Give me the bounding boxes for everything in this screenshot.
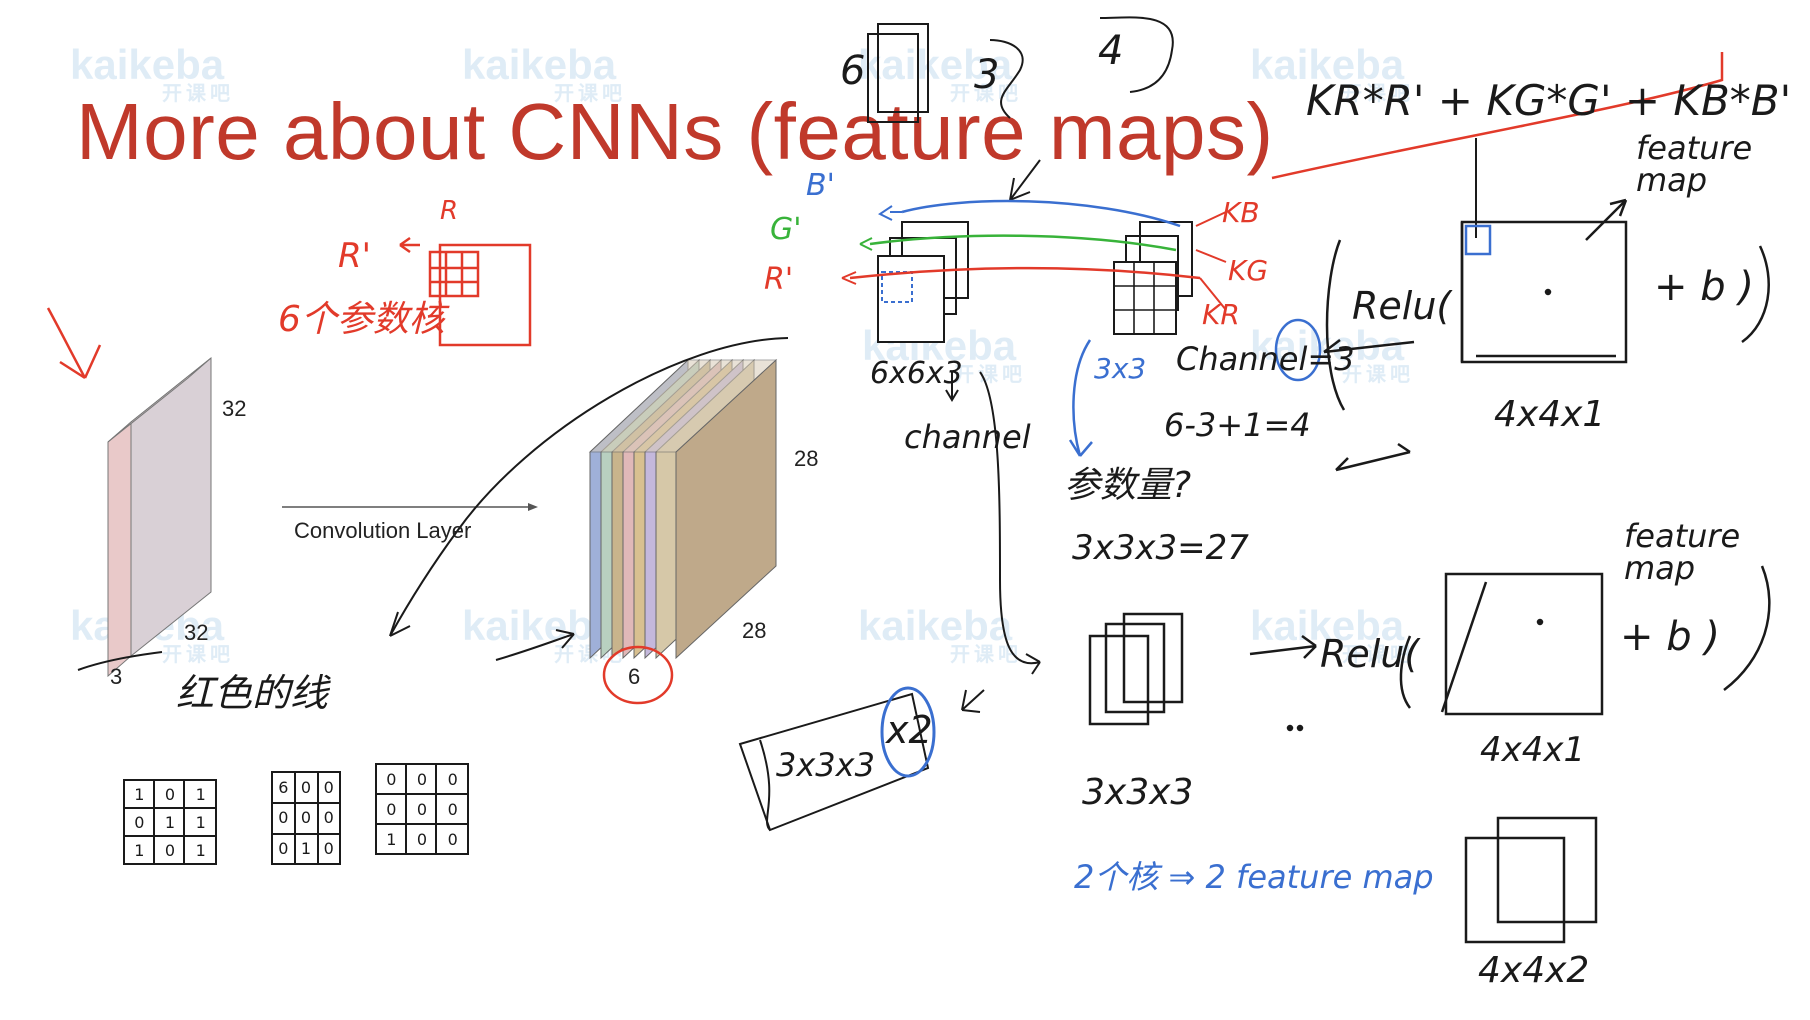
kg-label: KG	[1228, 254, 1269, 287]
formula-note: KR*R' + KG*G' + KB*B'	[1306, 76, 1792, 125]
grid-cell: 1	[300, 839, 312, 859]
red-arrow	[46, 307, 102, 380]
kr-label: KR	[1202, 298, 1240, 331]
relu-label-2: Relu(	[1320, 632, 1420, 676]
blue-circle	[1274, 318, 1322, 382]
grid-cell: 0	[416, 769, 428, 789]
blue-bracket	[1068, 339, 1093, 457]
grid-cell: 0	[278, 839, 289, 859]
plus-b-label-2: + b )	[1620, 614, 1720, 660]
grid-cell: 6	[278, 777, 289, 797]
red-circle	[602, 645, 674, 705]
grid-cell: 0	[300, 808, 312, 828]
relu-label-1: Relu(	[1352, 284, 1452, 328]
fm-dims-1: 4x4x1	[1494, 394, 1606, 435]
curve-arrow	[389, 337, 789, 637]
output-volume	[588, 358, 778, 660]
input-width-label: 32	[184, 620, 209, 645]
kb-label: KB	[1222, 196, 1260, 229]
grid-cell: 0	[164, 784, 176, 804]
r-kernel-sketch	[399, 236, 532, 347]
grid-cell: 0	[447, 769, 458, 789]
r-prime-label-2: R'	[764, 262, 794, 297]
param-calc: 3x3x3=27	[1072, 528, 1249, 568]
times-2-label: x2	[886, 708, 933, 752]
grid-cell: 1	[195, 812, 206, 832]
two-kernels-note: 2个核 ⇒ 2 feature map	[1074, 858, 1434, 896]
grid-cell: 0	[386, 799, 397, 819]
grid-cell: 0	[323, 839, 334, 859]
feature-map-note-1: feature map	[1636, 129, 1753, 199]
top-sketches	[867, 16, 1174, 201]
input-depth-label: 3	[110, 664, 123, 689]
grid-cell: 0	[416, 799, 428, 819]
grid-cell: 0	[278, 808, 289, 828]
grid-cell: 0	[134, 812, 145, 832]
grid-cell: 1	[164, 812, 176, 832]
grid-cell: 0	[164, 840, 176, 860]
kernel-3x3-note: 3x3	[1094, 352, 1147, 385]
formula-underline	[1271, 52, 1724, 180]
channel-drawing	[841, 199, 1227, 343]
grid-cell: 0	[447, 829, 458, 849]
convolution-layer-label: Convolution Layer	[294, 518, 472, 543]
channel-eq-note: Channel=3	[1176, 340, 1355, 378]
red-line-note: 红色的线	[176, 671, 329, 715]
grid-cell: 0	[447, 799, 458, 819]
output-depth-label: 6	[628, 664, 641, 689]
b-prime-label: B'	[806, 168, 835, 203]
relu-map-2	[1249, 565, 1771, 716]
slide-title: More about CNNs (feature maps)	[76, 87, 1274, 176]
output-width-label: 28	[742, 618, 767, 643]
grid-cell: 1	[386, 829, 397, 849]
feature-map-stack	[1464, 816, 1598, 944]
relu-map-1	[1323, 198, 1770, 472]
plus-b-label-1: + b )	[1654, 264, 1754, 310]
fm-dims-3: 4x4x2	[1478, 950, 1590, 991]
top-dim-3: 3	[974, 52, 1000, 98]
channel-arrow	[979, 371, 1041, 675]
g-prime-label: G'	[770, 212, 802, 247]
grid-cell: 1	[134, 840, 145, 860]
input-dims-note: 6x6x3	[870, 356, 963, 391]
r-label: R	[440, 196, 459, 226]
grid-cell: 0	[300, 777, 312, 797]
top-dim-4: 4	[1098, 28, 1124, 74]
grid-cell: 1	[134, 784, 145, 804]
grid-cell: 0	[323, 808, 334, 828]
kernel-x2-sketch	[738, 686, 985, 832]
grid-cell: 1	[195, 784, 206, 804]
grid-cell: 0	[323, 777, 334, 797]
channel-note: channel	[904, 418, 1031, 456]
input-volume	[107, 356, 212, 678]
output-height-label: 28	[794, 446, 819, 471]
size-calc-note: 6-3+1=4	[1164, 406, 1311, 444]
grid-cell: 0	[386, 769, 397, 789]
param-question: 参数量?	[1064, 465, 1192, 506]
six-kernels-note: 6个参数核	[278, 299, 445, 340]
grid-cell: 1	[195, 840, 206, 860]
top-dim-6: 6	[840, 48, 866, 94]
kernel-dims-2: 3x3x3	[776, 746, 875, 784]
input-height-label: 32	[222, 396, 247, 421]
small-grids	[123, 763, 469, 865]
grid-cell: 0	[416, 829, 428, 849]
r-prime-label: R'	[338, 236, 371, 276]
stacked-kernels	[1088, 612, 1304, 732]
fm-dims-2: 4x4x1	[1480, 730, 1586, 770]
feature-map-note-2: feature map	[1624, 517, 1741, 587]
kernel-dims-3: 3x3x3	[1082, 772, 1194, 813]
